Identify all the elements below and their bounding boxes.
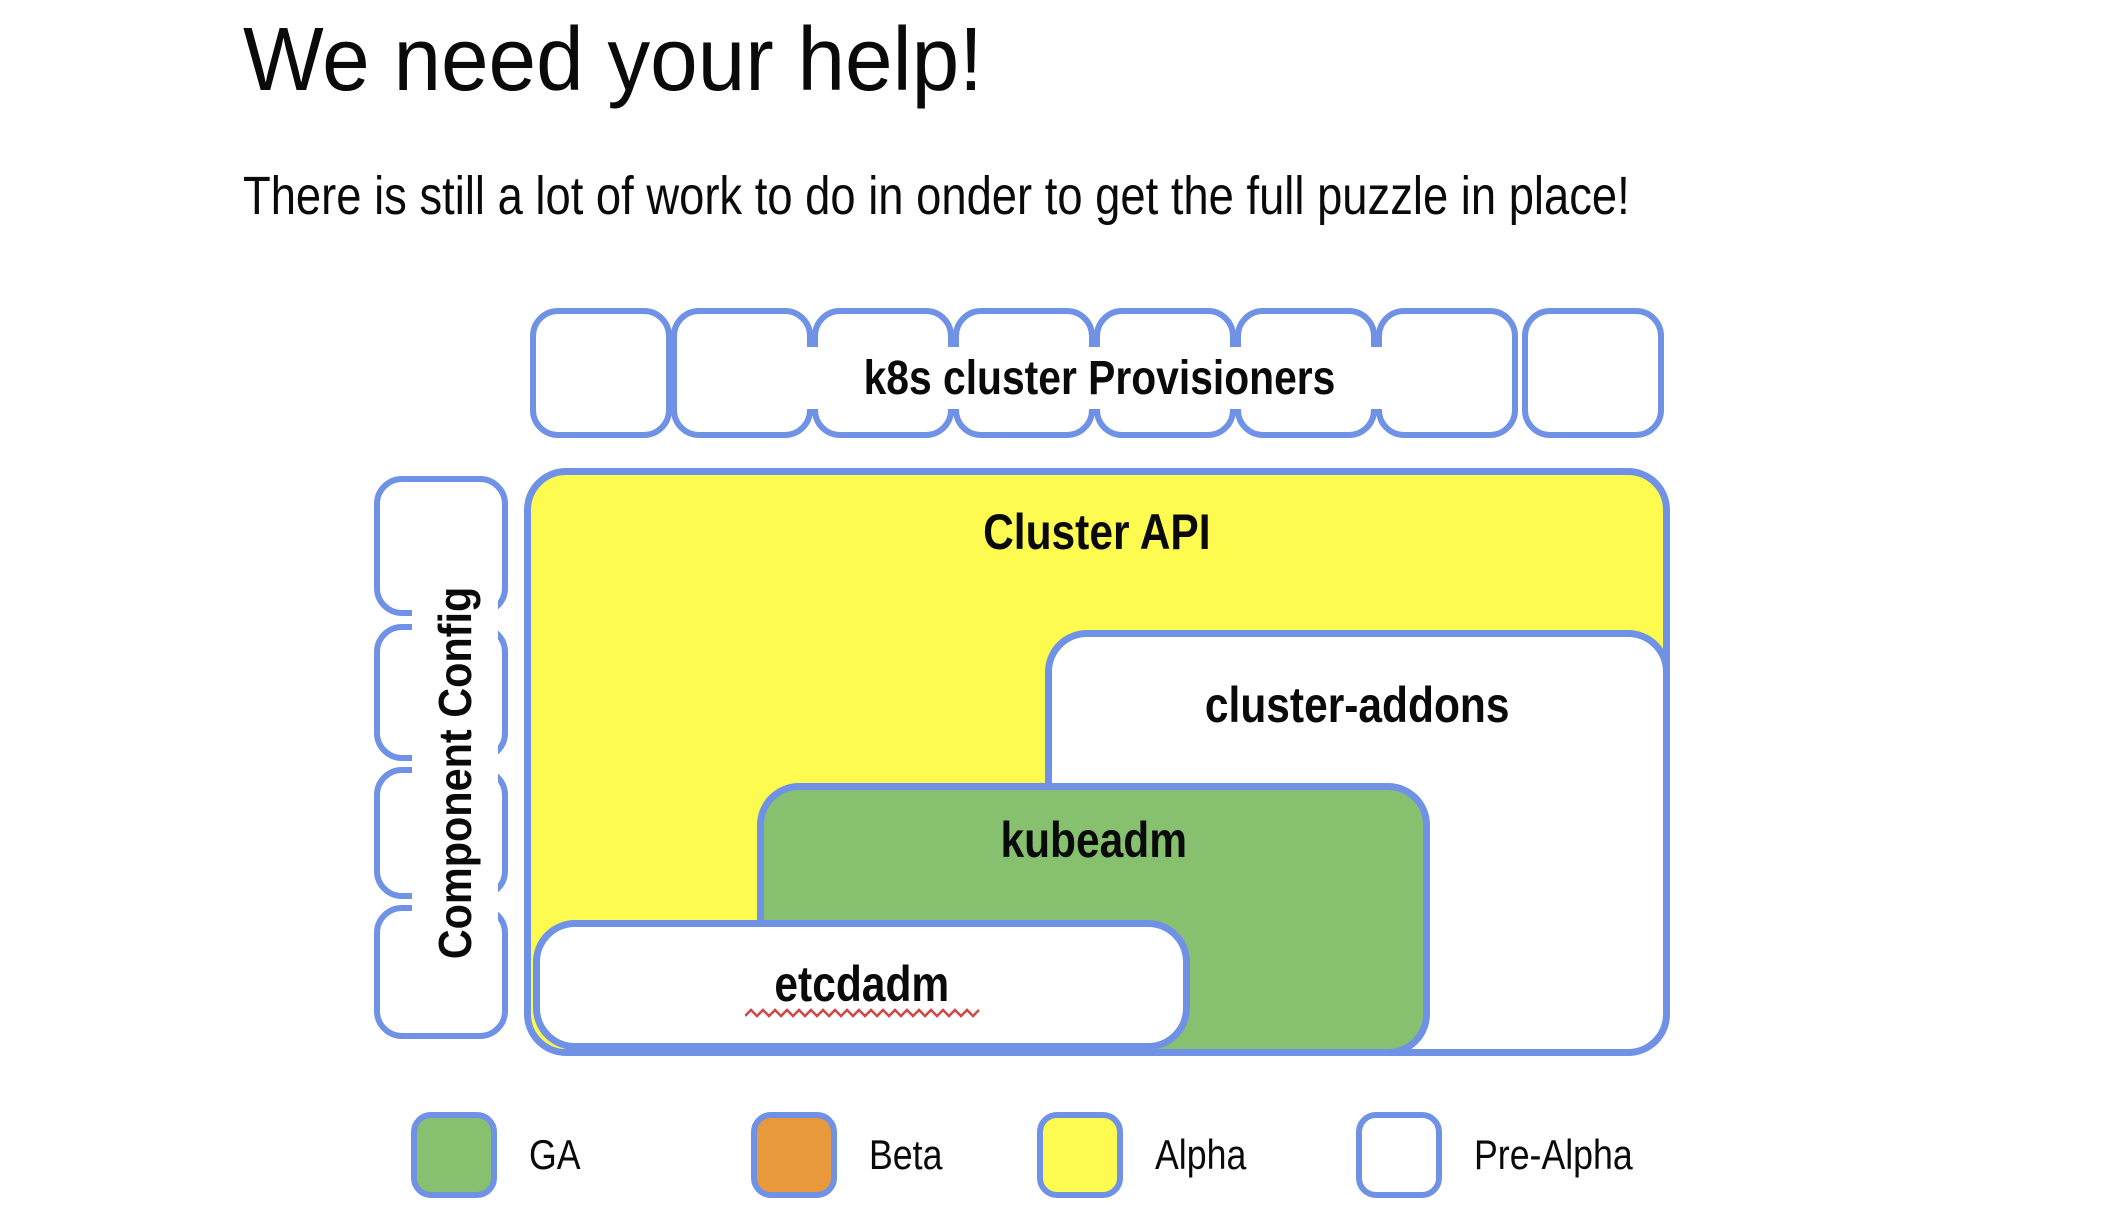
legend-item-beta: Beta [751,1112,955,1198]
legend-label-alpha: Alpha [1155,1131,1247,1178]
legend-swatch-ga [411,1112,497,1198]
slide-title: We need your help! [243,10,983,110]
legend-item-prealpha: Pre-Alpha [1356,1112,1661,1198]
puzzle-piece-ga [530,308,672,438]
legend-item-ga: GA [411,1112,590,1198]
cluster-api-label: Cluster API [983,504,1211,560]
component-config-label-bar: Component Config [412,528,498,1017]
legend-swatch-beta [751,1112,837,1198]
legend-swatch-alpha [1037,1112,1123,1198]
legend-item-alpha: Alpha [1037,1112,1262,1198]
puzzle-piece-prealpha [1522,308,1664,438]
cluster-addons-label: cluster-addons [1205,677,1510,733]
legend-label-beta: Beta [869,1131,943,1178]
legend-label-ga: GA [529,1131,581,1178]
provisioners-label-text: k8s cluster Provisioners [863,351,1335,405]
slide-subtitle: There is still a lot of work to do in on… [243,166,1630,226]
component-config-label: Component Config [429,586,482,959]
legend-swatch-prealpha [1356,1112,1442,1198]
etcdadm-label: etcdadm [774,956,949,1012]
kubeadm-label: kubeadm [1000,812,1187,868]
spellcheck-underline-icon [745,1008,980,1018]
provisioners-label: k8s cluster Provisioners [733,347,1465,409]
legend-label-prealpha: Pre-Alpha [1474,1131,1633,1178]
etcdadm-box: etcdadm [533,920,1190,1050]
